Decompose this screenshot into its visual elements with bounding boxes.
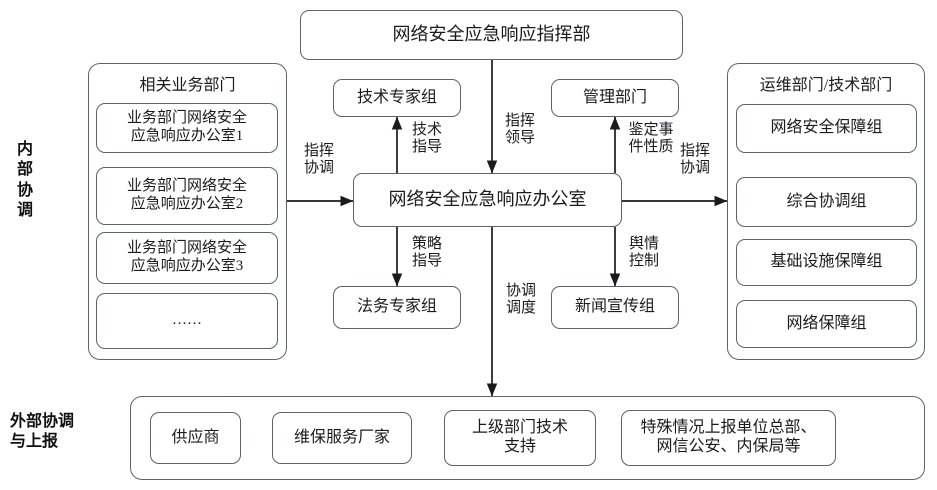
- management-dept-box[interactable]: 管理部门: [551, 79, 679, 117]
- side-label-internal-coordination: 内部协调: [16, 141, 33, 220]
- edge-label-event-identification: 鉴定事 件性质: [628, 122, 674, 156]
- press-publicity-group-box[interactable]: 新闻宣传组: [551, 286, 679, 329]
- edge-label-command-leadership: 指挥 领导: [504, 113, 535, 147]
- maintenance-vendor-box[interactable]: 维保服务厂家: [272, 412, 412, 464]
- business-office-1[interactable]: 业务部门网络安全 应急响应办公室1: [96, 103, 278, 153]
- superior-dept-tech-support-box[interactable]: 上级部门技术 支持: [444, 410, 596, 466]
- edge-label-coordination-dispatch: 协调 调度: [505, 283, 536, 317]
- special-report-units-box[interactable]: 特殊情况上报单位总部、 网信公安、内保局等: [621, 410, 836, 466]
- edge-label-opinion-control: 舆情 控制: [628, 236, 659, 270]
- edge-label-tech-guidance: 技术 指导: [411, 122, 442, 156]
- business-office-2[interactable]: 业务部门网络安全 应急响应办公室2: [96, 167, 278, 225]
- right-panel-title: 运维部门/技术部门: [759, 77, 893, 94]
- group-network-assurance[interactable]: 网络保障组: [736, 300, 917, 348]
- emergency-response-office-box[interactable]: 网络安全应急响应办公室: [353, 173, 622, 227]
- group-comprehensive-coordination[interactable]: 综合协调组: [736, 177, 917, 227]
- group-infrastructure-assurance[interactable]: 基础设施保障组: [736, 239, 917, 286]
- tech-expert-group-box[interactable]: 技术专家组: [333, 79, 461, 117]
- edge-label-command-coordination-left: 指挥 协调: [303, 143, 334, 177]
- business-office-3[interactable]: 业务部门网络安全 应急响应办公室3: [96, 232, 278, 284]
- left-panel-title: 相关业务部门: [139, 77, 236, 94]
- supplier-box[interactable]: 供应商: [150, 412, 241, 464]
- legal-expert-group-box[interactable]: 法务专家组: [333, 286, 461, 329]
- edge-label-command-coordination-right: 指挥 协调: [679, 143, 710, 177]
- side-label-external-coordination: 外部协调与上报: [10, 413, 75, 451]
- edge-label-strategy-guidance: 策略 指导: [411, 236, 442, 270]
- business-office-more[interactable]: ……: [96, 293, 278, 349]
- group-network-security-assurance[interactable]: 网络安全保障组: [736, 104, 917, 153]
- command-center-box[interactable]: 网络安全应急响应指挥部: [300, 10, 683, 60]
